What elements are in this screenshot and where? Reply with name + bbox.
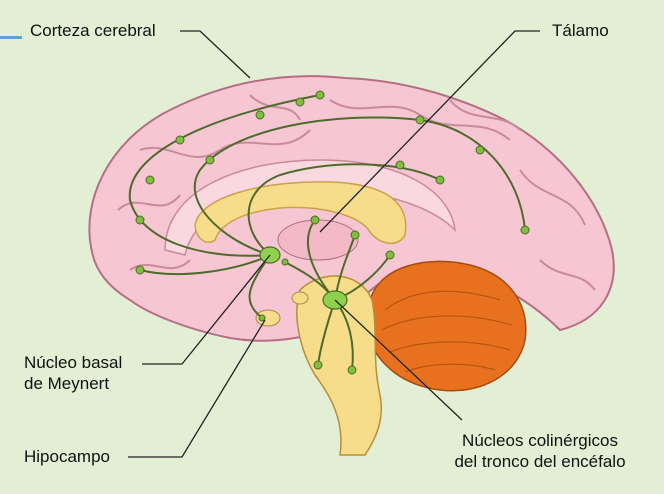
mammillary-body (292, 292, 308, 304)
label-talamo: Tálamo (552, 20, 609, 41)
label-nucleo-basal: Núcleo basal de Meynert (24, 352, 122, 394)
label-corteza-cerebral: Corteza cerebral (30, 20, 156, 41)
accent-bar (0, 36, 22, 39)
label-nucleos-line1: Núcleos colinérgicos (432, 430, 648, 451)
leader-corteza (180, 31, 250, 78)
label-hipocampo: Hipocampo (24, 446, 110, 467)
label-nucleos-line2: del tronco del encéfalo (432, 451, 648, 472)
label-nucleos-colinergicos: Núcleos colinérgicos del tronco del encé… (432, 430, 648, 472)
thalamus (278, 220, 358, 260)
label-nucleo-basal-line1: Núcleo basal (24, 352, 122, 373)
label-nucleo-basal-line2: de Meynert (24, 373, 122, 394)
